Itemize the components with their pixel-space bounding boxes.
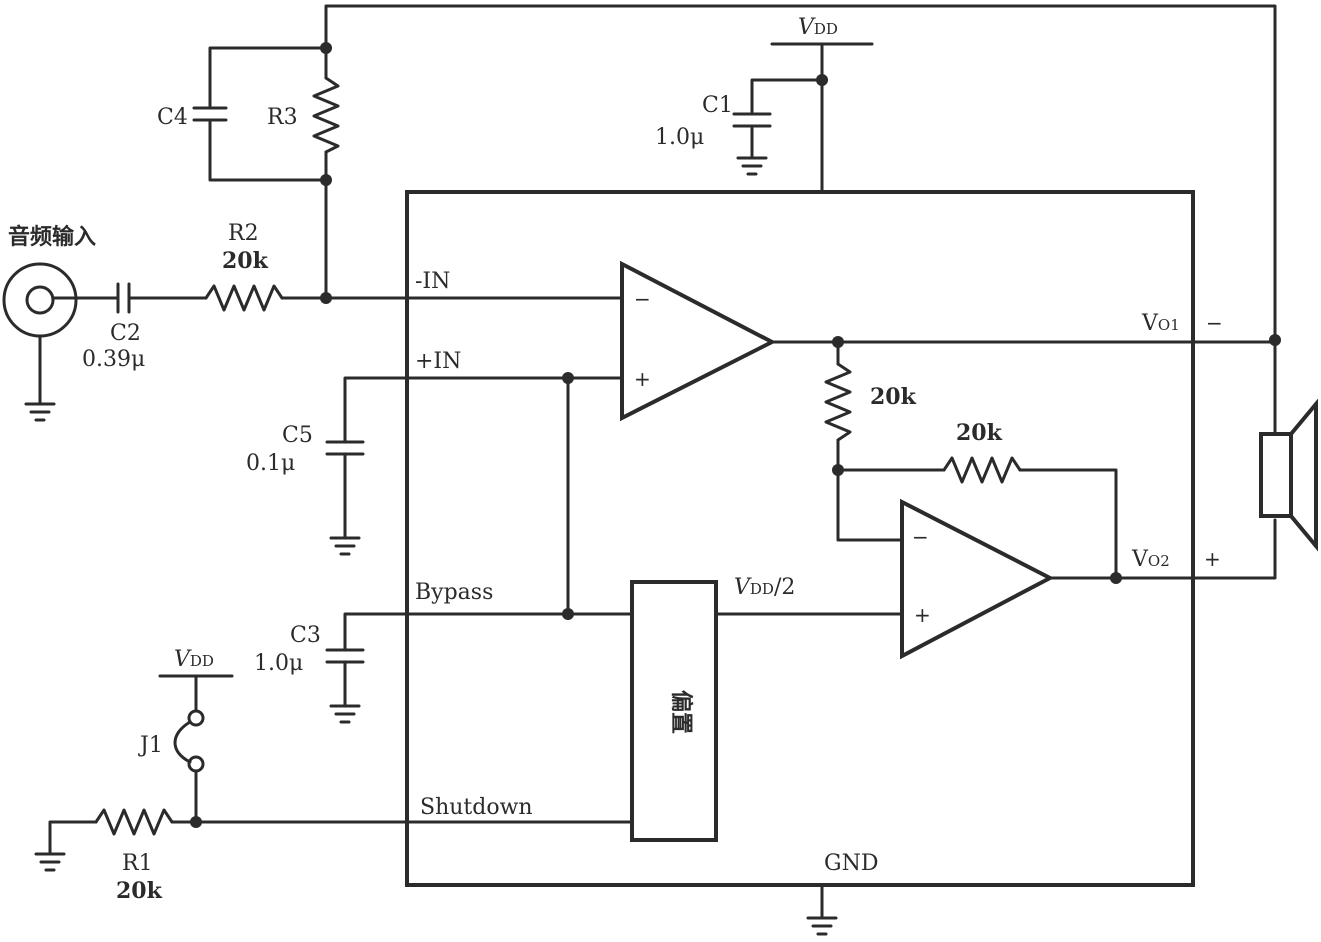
- j1-label: J1: [138, 733, 163, 758]
- feedback-wire-top: [324, 4, 1277, 342]
- vdd-supply: VDD C1 1.0μ: [655, 15, 874, 194]
- j1-jumper: [173, 720, 192, 764]
- pin-in-plus-label: +IN: [415, 349, 461, 374]
- opamp-2: − +: [900, 498, 1055, 660]
- c1-label: C1: [702, 93, 733, 118]
- ic-package-outline: [405, 190, 1195, 887]
- vo2-polarity: +: [1204, 547, 1221, 571]
- opamp-2-plus-sign: +: [914, 603, 931, 627]
- r1-value: 20k: [116, 878, 163, 904]
- r2-resistor: [204, 284, 284, 312]
- r1-label: R1: [122, 851, 153, 876]
- input-ground-icon: [24, 402, 56, 422]
- opamp-1-minus-sign: −: [634, 287, 651, 311]
- r1-resistor: [94, 808, 174, 836]
- pin-gnd-label: GND: [824, 851, 878, 876]
- bias-block: [630, 580, 718, 842]
- internal-resistor-2: [942, 456, 1022, 484]
- c1-capacitor: [732, 112, 772, 128]
- c2-label: C2: [110, 321, 141, 346]
- internal-resistor-1: [824, 362, 852, 442]
- j1-lower-terminal: [187, 755, 205, 773]
- c2-capacitor: [116, 282, 131, 314]
- c3-ground-icon: [329, 704, 361, 724]
- vdd-main-label: VDD: [798, 15, 838, 40]
- j1-upper-terminal: [187, 709, 205, 727]
- audio-jack-icon: [2, 262, 78, 338]
- c5-network: C5 0.1μ: [246, 372, 624, 556]
- chip-ground-icon: [806, 916, 838, 936]
- r2-value: 20k: [222, 248, 269, 274]
- r3-resistor: [312, 76, 340, 154]
- bypass-network: C3 1.0μ: [254, 376, 634, 724]
- vo2-label: VO2: [1131, 547, 1170, 572]
- c3-label: C3: [290, 623, 321, 648]
- c1-value: 1.0μ: [655, 125, 704, 150]
- audio-input: 音频输入 C2 0.39μ R2 20k: [2, 221, 624, 422]
- opamp-2-minus-sign: −: [912, 525, 929, 549]
- c2-value: 0.39μ: [82, 347, 145, 372]
- r1-ground-icon: [34, 852, 66, 872]
- vdd-shutdown-label: VDD: [174, 647, 214, 672]
- pin-bypass-label: Bypass: [415, 580, 493, 605]
- pin-in-minus-label: -IN: [415, 269, 450, 294]
- opamp-1: − +: [620, 260, 777, 422]
- c5-ground-icon: [329, 536, 361, 556]
- r2-label: R2: [228, 221, 259, 246]
- c4-label: C4: [157, 105, 188, 130]
- internal-resistor-2-value: 20k: [956, 420, 1003, 446]
- c5-value: 0.1μ: [246, 451, 295, 476]
- vdd-half-label: VDD/2: [734, 575, 795, 600]
- bias-block-label: 偏置: [668, 690, 694, 734]
- internal-resistor-1-value: 20k: [870, 384, 917, 410]
- vo1-polarity: −: [1206, 311, 1223, 335]
- vo1-label: VO1: [1141, 311, 1180, 336]
- c5-capacitor: [325, 440, 365, 456]
- c1-ground-icon: [736, 156, 768, 176]
- c5-label: C5: [282, 423, 313, 448]
- opamp-1-plus-sign: +: [634, 367, 651, 391]
- r3-label: R3: [267, 105, 298, 130]
- r3-c4-network: C4 R3: [157, 42, 340, 300]
- c4-capacitor: [192, 106, 228, 122]
- c3-value: 1.0μ: [254, 651, 303, 676]
- pin-shutdown-label: Shutdown: [420, 795, 533, 820]
- shutdown-network: VDD J1 R1 20k: [34, 647, 634, 904]
- c3-capacitor: [325, 648, 365, 664]
- speaker-icon: [1259, 338, 1318, 552]
- audio-input-label: 音频输入: [8, 224, 96, 250]
